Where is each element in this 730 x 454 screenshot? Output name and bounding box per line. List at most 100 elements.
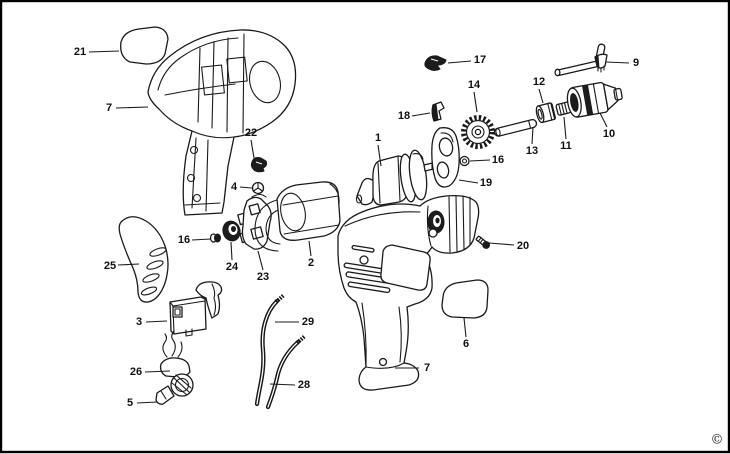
leader-line (308, 240, 312, 257)
part-stator-2 (254, 181, 341, 252)
screw-boss (359, 255, 369, 265)
part-number: 22 (245, 127, 257, 139)
part-chuck-10 (566, 81, 623, 118)
part-label-11: 11 (560, 116, 572, 152)
part-brush-plate-23 (237, 193, 272, 250)
leader-line (269, 383, 296, 386)
part-number: 7 (424, 362, 430, 374)
leader-line (230, 241, 233, 261)
part-number: 14 (468, 79, 481, 91)
part-wire-28 (265, 334, 307, 410)
part-switch-3 (169, 281, 223, 337)
part-label-1: 1 (375, 132, 382, 167)
part-number: 23 (257, 271, 269, 283)
part-number: 26 (130, 366, 142, 378)
part-label-17: 17 (447, 54, 486, 66)
switch-body (169, 296, 207, 335)
part-number: 13 (526, 145, 538, 157)
housing-right-outline (337, 194, 480, 391)
housing-left-outline (147, 29, 297, 216)
part-nut-4 (251, 181, 265, 195)
leader-line (88, 50, 120, 53)
part-cover-plate-19 (431, 127, 460, 188)
leader-line (599, 112, 608, 128)
part-label-26: 26 (130, 366, 171, 378)
part-label-10: 10 (599, 112, 615, 140)
leader-line (257, 250, 264, 271)
part-number: 12 (533, 76, 545, 88)
leader-line (145, 320, 168, 323)
part-number: 25 (104, 260, 116, 272)
part-sticker-21 (120, 26, 169, 65)
part-number: 9 (633, 57, 639, 69)
part-label-6: 6 (463, 317, 469, 350)
part-screw-20 (475, 235, 491, 249)
leader-line (538, 88, 544, 104)
part-wire-29 (254, 293, 286, 407)
part-number: 16 (492, 154, 504, 166)
part-brush-cap-22 (250, 157, 268, 173)
part-label-22: 22 (245, 127, 257, 159)
part-label-16: 16 (469, 154, 504, 166)
part-number: 10 (603, 128, 615, 140)
part-clip-17 (424, 55, 447, 71)
leader-line (115, 106, 149, 109)
part-number: 7 (106, 102, 112, 114)
part-label-7: 7 (395, 362, 430, 374)
part-number: 18 (398, 110, 410, 122)
fan-disc (408, 149, 428, 201)
part-cord-guard-26 (159, 330, 194, 397)
part-label-28: 28 (269, 379, 310, 391)
leader-line (469, 159, 491, 162)
label-recess (380, 244, 431, 291)
part-label-29: 29 (275, 316, 314, 328)
part-label-21: 21 (74, 46, 120, 58)
screw-boss (428, 228, 438, 238)
part-number: 21 (74, 46, 86, 58)
vent-slot (351, 244, 375, 253)
part-shaft-13 (493, 118, 538, 137)
leader-line (531, 126, 534, 145)
part-brush-holder-18 (431, 101, 445, 122)
part-cord-5 (155, 385, 175, 405)
part-sleeve-12 (535, 102, 556, 124)
part-label-7: 7 (106, 102, 149, 114)
part-label-4: 4 (231, 181, 253, 193)
leader-line (117, 263, 140, 266)
leader-line (136, 401, 158, 404)
part-label-3: 3 (136, 316, 168, 328)
leader-line (144, 370, 171, 373)
leader-line (377, 144, 382, 167)
part-label-2: 2 (308, 240, 314, 269)
vent-slot (347, 281, 391, 294)
leader-line (458, 179, 479, 184)
part-label-5: 5 (127, 397, 158, 409)
part-label-14: 14 (468, 79, 481, 113)
leader-line (191, 238, 212, 241)
leader-line (605, 61, 630, 64)
leader-line (473, 91, 478, 113)
leader-line (239, 186, 253, 189)
part-bearing-24 (222, 220, 241, 242)
part-label-9: 9 (605, 57, 639, 69)
leader-line (563, 116, 567, 140)
stator-body (276, 181, 341, 241)
copyright-mark: © (711, 433, 724, 448)
part-number: 24 (226, 261, 239, 273)
part-gear-14 (461, 115, 495, 149)
part-number: 20 (517, 240, 529, 252)
part-label-13: 13 (526, 126, 538, 157)
sticker-outline (441, 279, 489, 319)
part-label-25: 25 (104, 260, 140, 272)
part-number: 2 (308, 257, 314, 269)
part-number: 4 (231, 181, 238, 193)
leader-line (250, 139, 255, 159)
part-armature-1 (355, 149, 439, 206)
part-label-16: 16 (178, 234, 212, 246)
part-housing-left-7 (147, 29, 297, 216)
leader-line (488, 242, 515, 246)
part-number: 16 (178, 234, 190, 246)
